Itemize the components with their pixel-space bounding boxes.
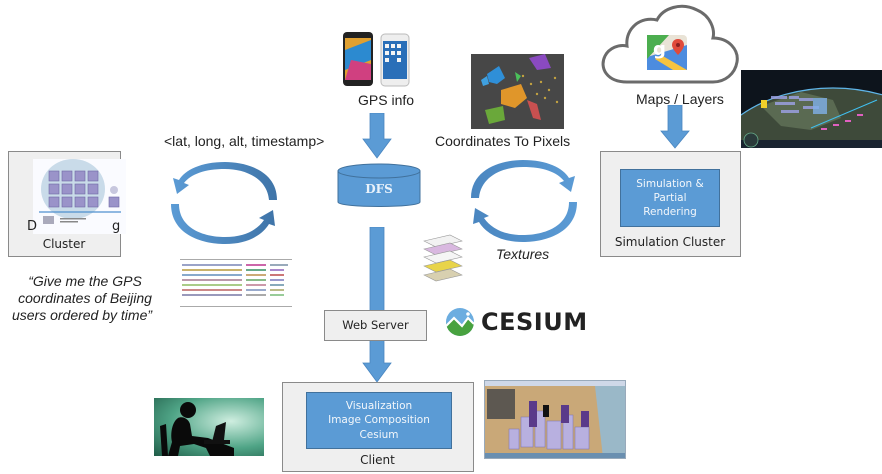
gps-data-table-thumbnail [180,259,292,307]
globe-simulation-thumbnail [741,70,882,148]
client-line-3: Cesium [359,428,399,441]
client-box: Visualization Image Composition Cesium C… [282,382,474,472]
data-cluster-box: D g Cluster [8,151,126,257]
down-arrow-dfs-to-client [362,227,392,383]
right-cycle-arrows-icon [471,160,577,242]
cluster-title-right-fragment: g [112,219,121,234]
query-line-3: users ordered by time” [11,307,153,323]
query-quote: “Give me the GPS coordinates of Beijing … [0,273,170,324]
query-line-1: “Give me the GPS [28,273,142,289]
coordinates-to-pixels-label: Coordinates To Pixels [435,133,571,149]
web-server-box[interactable]: Web Server [324,310,427,341]
left-cycle-arrows-icon [171,162,277,244]
dfs-label: DFS [365,182,393,196]
client-line-1: Visualization [345,400,413,413]
top-arc-arrow [471,160,575,198]
google-maps-icon: g [647,35,687,70]
client-line-2: Image Composition [328,414,430,427]
top-arc-arrow [173,162,277,200]
textures-label: Textures [496,246,550,262]
client-caption: Client [360,453,395,467]
down-arrow-maps-to-simulation [660,105,690,149]
simulation-cluster-box: Simulation & Partial Rendering Simulatio… [600,151,741,257]
simulation-rendering-box[interactable]: Simulation & Partial Rendering [620,169,720,227]
cesium-logo: CESIUM [444,306,588,338]
bottom-arc-arrow [171,204,275,244]
bottom-arc-arrow [473,202,577,242]
smartphones-icon [341,30,421,88]
sim-line-1: Simulation & [636,177,704,190]
europe-pixel-map-thumbnail [471,54,564,129]
svg-text:g: g [653,39,666,60]
dfs-database-icon[interactable] [336,162,422,212]
server-cluster-icon [33,159,126,234]
down-arrow-gps-to-dfs [362,113,392,159]
cluster-caption: Cluster [42,237,86,251]
laptop-user-silhouette [154,398,264,456]
cluster-title-left-fragment: D [27,219,38,234]
simulation-cluster-caption: Simulation Cluster [614,235,726,249]
tuple-label: <lat, long, alt, timestamp> [164,133,325,149]
cesium-logo-text: CESIUM [481,308,588,336]
gps-info-label: GPS info [358,92,415,108]
map-layers-icon [420,233,466,285]
query-line-2: coordinates of Beijing [18,290,152,306]
sim-line-2: Partial [653,191,687,204]
visualization-box[interactable]: Visualization Image Composition Cesium [306,392,452,449]
maps-layers-label: Maps / Layers [636,91,724,107]
cesium-logo-icon [445,308,475,336]
3d-city-cesium-thumbnail [484,380,626,459]
sim-line-3: Rendering [643,206,697,219]
